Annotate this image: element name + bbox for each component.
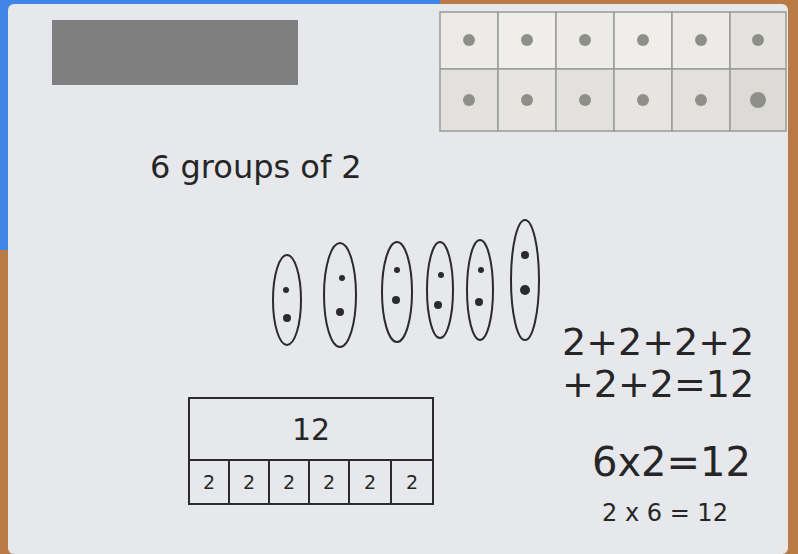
groups-heading: 6 groups of 2 bbox=[150, 150, 470, 185]
part-cell: 2 bbox=[390, 459, 434, 505]
bar-number: 2 bbox=[406, 472, 418, 493]
bar-number: 2 bbox=[323, 472, 335, 493]
multiplication-sentence: 2 x 6 = 12 bbox=[602, 500, 788, 526]
total-bar: 12 bbox=[188, 397, 434, 461]
part-cell: 2 bbox=[348, 459, 392, 505]
part-cell: 2 bbox=[268, 459, 310, 505]
bar-number: 2 bbox=[243, 472, 255, 493]
part-cell: 2 bbox=[308, 459, 350, 505]
bar-number: 2 bbox=[203, 472, 215, 493]
bar-number: 12 bbox=[292, 413, 330, 446]
bar-number: 2 bbox=[283, 472, 295, 493]
multiplication-sentence: 6x2=12 bbox=[592, 440, 788, 484]
bar-number: 2 bbox=[364, 472, 376, 493]
part-cell: 2 bbox=[188, 459, 230, 505]
part-cell: 2 bbox=[228, 459, 270, 505]
repeated-addition: 2+2+2+2 +2+2=12 bbox=[562, 322, 788, 406]
